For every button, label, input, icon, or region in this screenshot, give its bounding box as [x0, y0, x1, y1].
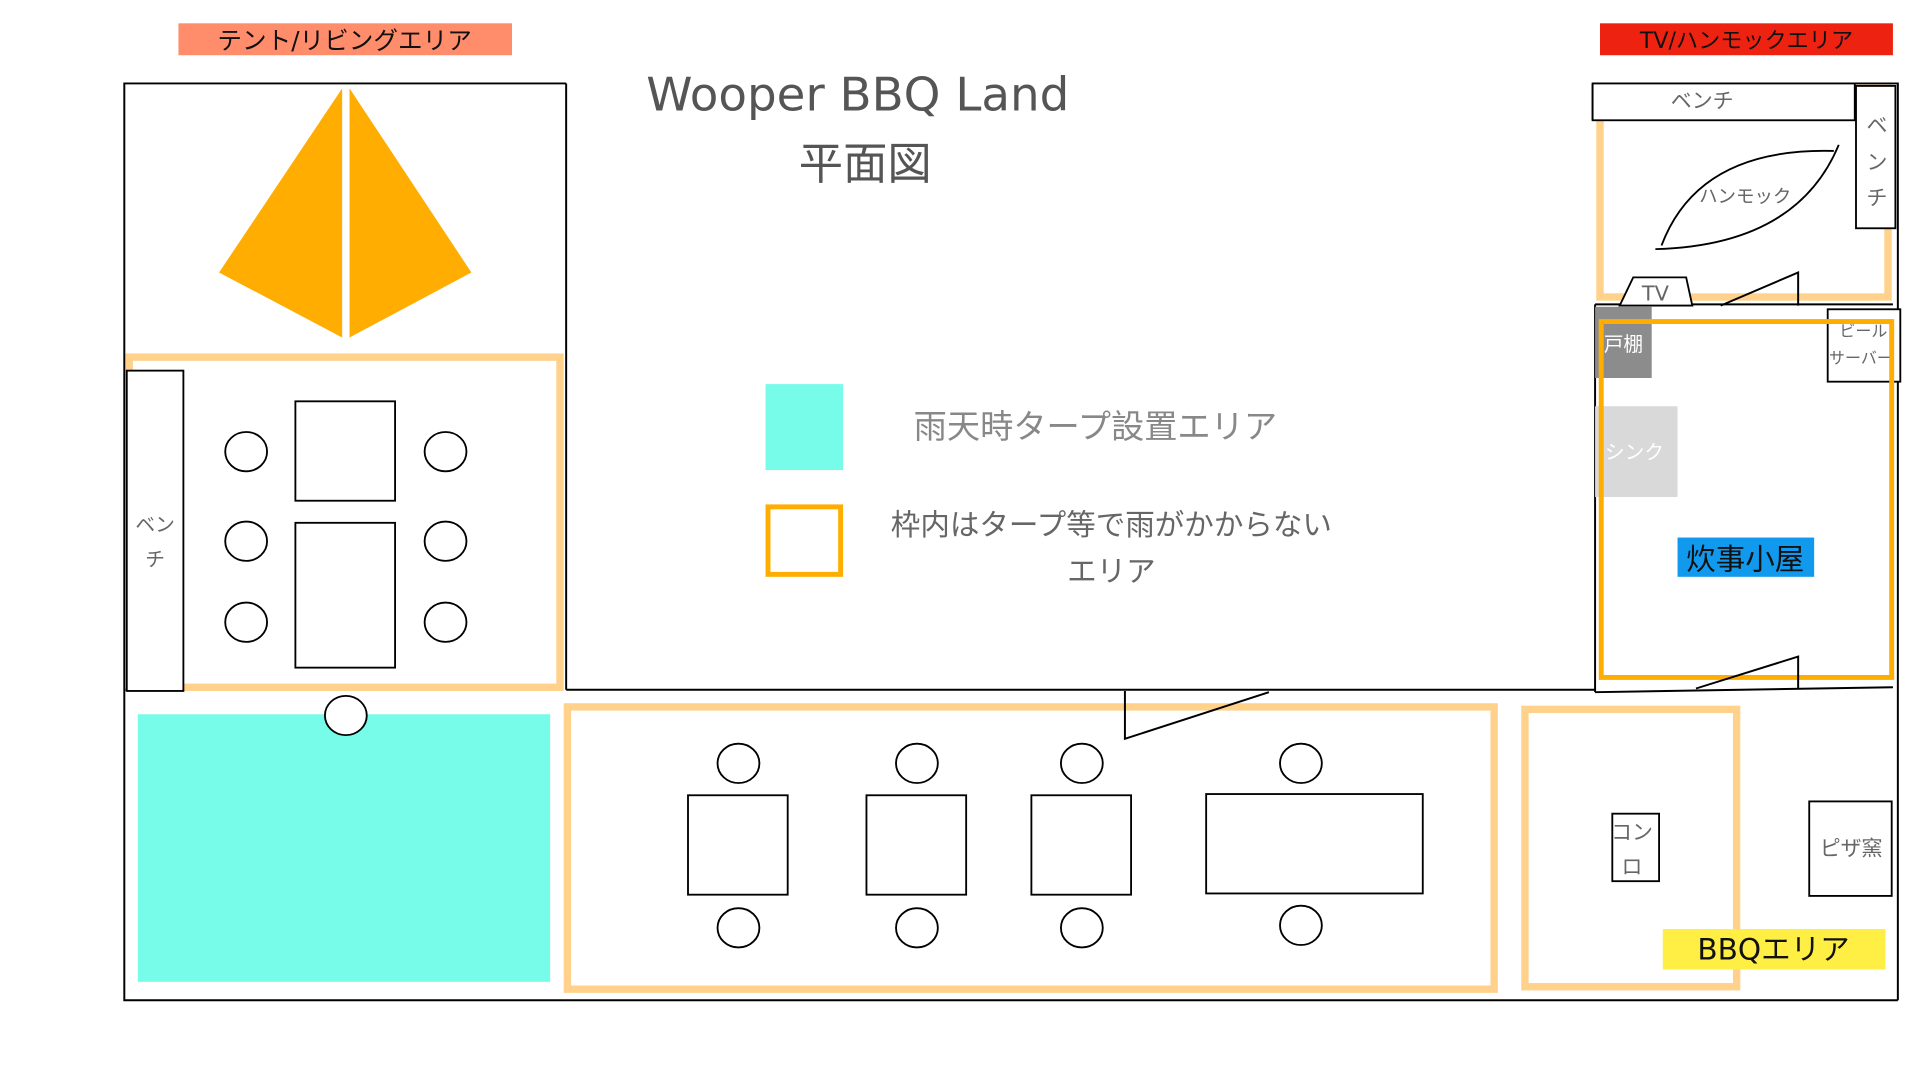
bench-top[interactable]: ベンチ — [1591, 82, 1856, 122]
sink[interactable]: シンク — [1595, 406, 1678, 498]
svg-text:戸棚: 戸棚 — [1604, 333, 1643, 356]
bbq-area-label: BBQエリア — [1662, 929, 1886, 970]
chair[interactable] — [895, 907, 939, 949]
chair[interactable] — [1279, 742, 1323, 784]
kitchen-covered-frame — [1598, 319, 1895, 680]
chair[interactable] — [1060, 742, 1104, 784]
legend-tarp-swatch — [765, 384, 844, 471]
svg-text:チ: チ — [1866, 186, 1887, 210]
svg-text:ロ: ロ — [1622, 855, 1643, 879]
legend: 雨天時タープ設置エリア 枠内はタープ等で雨がかからない エリア — [765, 384, 1332, 589]
svg-text:ン: ン — [1866, 150, 1887, 174]
stove[interactable]: コン ロ — [1611, 812, 1661, 883]
chair[interactable] — [716, 907, 761, 949]
kitchen-hut-label: 炊事小屋 — [1677, 537, 1815, 577]
plan-subtitle: 平面図 — [799, 139, 932, 190]
tent-living-area-label: テント/リビングエリア — [178, 23, 512, 56]
dining-table-1[interactable] — [687, 794, 789, 896]
legend-covered-label-1: 枠内はタープ等で雨がかからない — [891, 508, 1332, 542]
bbq-covered-frame — [1521, 705, 1741, 991]
svg-text:テント/リビングエリア: テント/リビングエリア — [217, 26, 471, 55]
svg-text:TV: TV — [1641, 282, 1670, 306]
chair[interactable] — [423, 520, 468, 562]
chair[interactable] — [324, 694, 368, 737]
living-table-1[interactable] — [294, 400, 396, 502]
dining-table-3[interactable] — [1030, 794, 1132, 896]
chair[interactable] — [1060, 907, 1104, 949]
svg-text:コン: コン — [1611, 820, 1653, 844]
svg-text:炊事小屋: 炊事小屋 — [1686, 542, 1804, 576]
chair[interactable] — [224, 601, 268, 643]
svg-text:ピザ窯: ピザ窯 — [1820, 836, 1883, 860]
svg-text:ベ: ベ — [1866, 114, 1887, 138]
bench-left[interactable]: ベン チ — [125, 369, 185, 692]
svg-text:ハンモック: ハンモック — [1699, 187, 1791, 208]
svg-text:ビール: ビール — [1839, 321, 1887, 340]
svg-text:シンク: シンク — [1605, 441, 1664, 464]
tv-hammock-area-label: TV/ハンモックエリア — [1600, 23, 1893, 56]
dining-table-4[interactable] — [1205, 793, 1424, 895]
legend-tarp-label: 雨天時タープ設置エリア — [914, 407, 1277, 446]
living-table-2[interactable] — [294, 521, 396, 669]
svg-text:BBQエリア: BBQエリア — [1697, 933, 1849, 967]
svg-text:ベン: ベン — [135, 513, 174, 536]
pizza-oven[interactable]: ピザ窯 — [1808, 800, 1893, 897]
legend-covered-label-2: エリア — [1067, 555, 1156, 589]
dining-tables — [687, 742, 1424, 949]
hammock[interactable]: ハンモック — [1655, 144, 1840, 251]
door-kitchen — [1695, 655, 1800, 690]
rain-tarp-area — [137, 714, 551, 982]
cupboard[interactable]: 戸棚 — [1595, 306, 1652, 378]
chair[interactable] — [224, 431, 268, 473]
svg-text:TV/ハンモックエリア: TV/ハンモックエリア — [1639, 28, 1853, 54]
living-chairs — [224, 431, 468, 643]
dining-table-2[interactable] — [865, 794, 968, 896]
chair[interactable] — [1279, 904, 1323, 946]
bench-right[interactable]: ベ ン チ — [1855, 84, 1897, 230]
door-tv — [1720, 270, 1800, 307]
chair[interactable] — [224, 520, 268, 562]
chair[interactable] — [423, 431, 468, 473]
svg-text:チ: チ — [145, 548, 165, 571]
chair[interactable] — [895, 742, 939, 784]
plan-title: Wooper BBQ Land — [646, 69, 1069, 123]
legend-covered-swatch — [765, 504, 844, 577]
chair[interactable] — [423, 601, 468, 643]
tv[interactable]: TV — [1618, 276, 1694, 307]
tent-icon — [219, 88, 472, 338]
chair[interactable] — [716, 742, 761, 784]
door-main — [1123, 690, 1270, 741]
svg-text:ベンチ: ベンチ — [1671, 89, 1734, 113]
dining-covered-frame — [563, 703, 1498, 993]
svg-text:サーバー: サーバー — [1829, 348, 1893, 367]
